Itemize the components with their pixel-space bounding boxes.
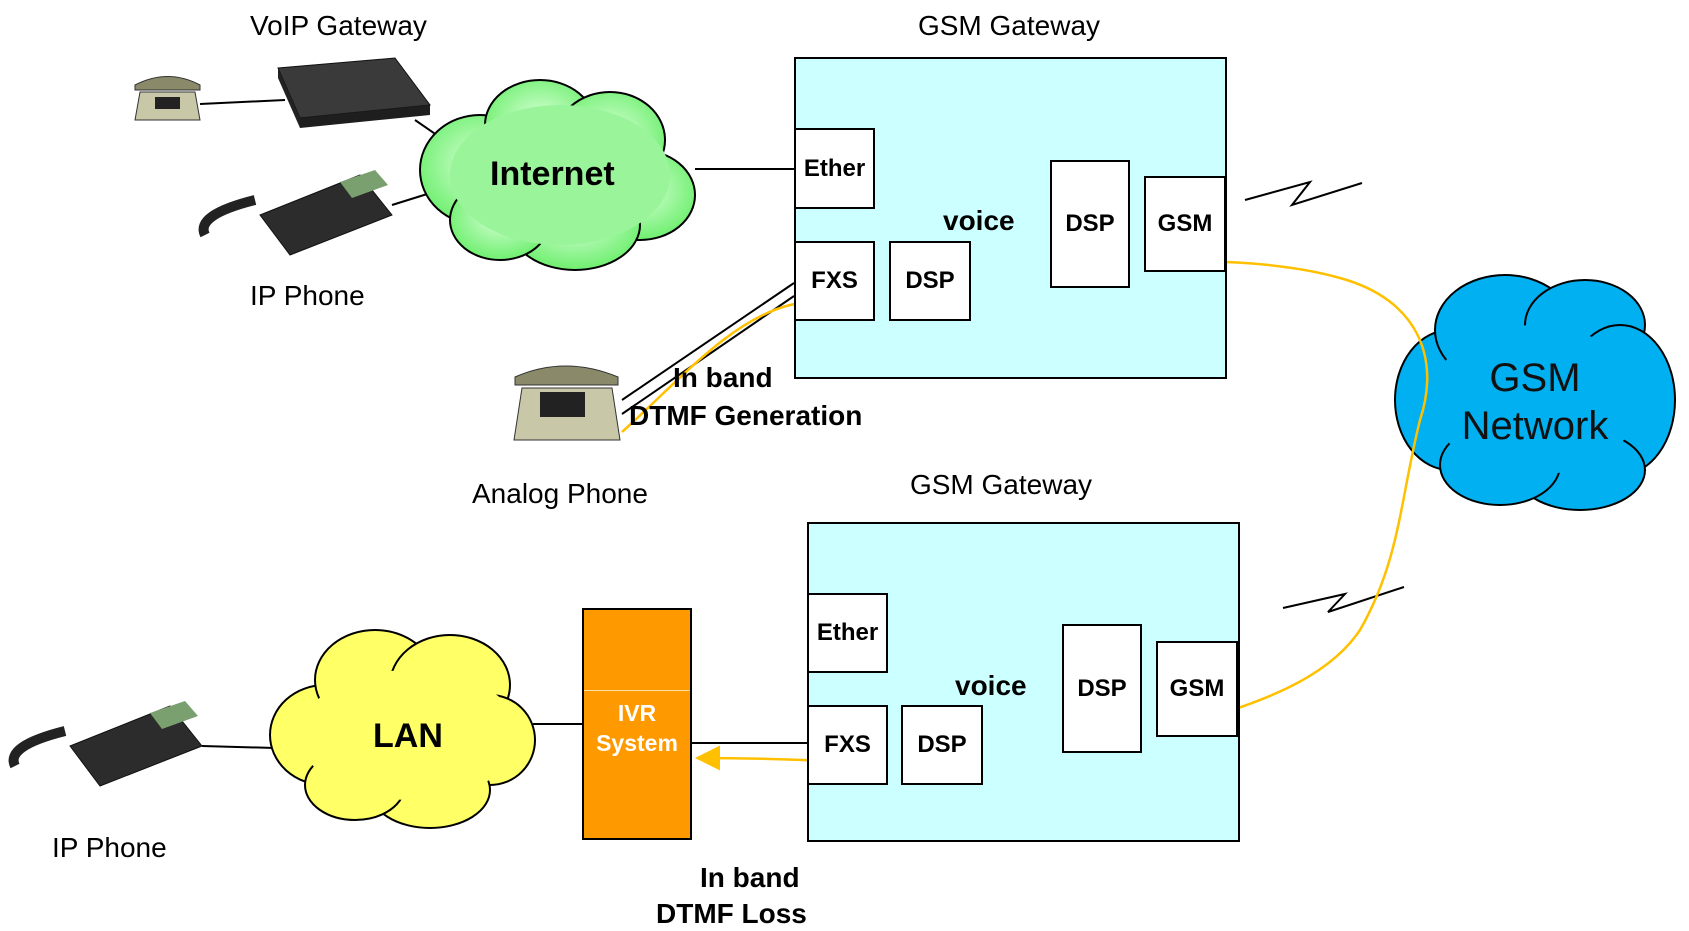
dsp-label-top-left: DSP <box>905 267 955 294</box>
line-analog-to-fxs-1 <box>621 282 795 401</box>
voice-label-bottom: voice <box>955 670 1027 701</box>
voip-gateway-label: VoIP Gateway <box>250 10 427 41</box>
fxs-label-top: FXS <box>811 267 858 294</box>
fxs-box-bottom: FXS <box>807 705 888 785</box>
ip-phone-bottom-label: IP Phone <box>52 832 167 863</box>
ip-phone-bottom-device <box>8 701 203 787</box>
ivr-system-box: IVR System <box>582 608 692 840</box>
wireless-zigzag-top <box>1244 180 1363 207</box>
fxs-label-bottom: FXS <box>824 731 871 758</box>
connections-top <box>199 99 1144 415</box>
analog-phone-label: Analog Phone <box>472 478 648 509</box>
gsm-network-label-line2: Network <box>1461 404 1609 448</box>
gsm-network-label-line1: GSM <box>1489 356 1581 400</box>
wireless-zigzag-bottom <box>1282 586 1405 613</box>
line-ipphone-to-lan <box>201 745 276 749</box>
dsp-label-bottom-left: DSP <box>917 731 967 758</box>
ivr-label-line2: System <box>596 730 678 756</box>
ether-box-top: Ether <box>794 128 875 209</box>
lan-label: LAN <box>373 717 443 755</box>
dtmf-generation-line2: DTMF Generation <box>629 400 863 431</box>
dsp-label-top-right: DSP <box>1065 210 1115 237</box>
lan-cloud-fill <box>300 670 520 800</box>
ether-box-bottom: Ether <box>807 593 888 673</box>
fxs-box-top: FXS <box>794 241 875 321</box>
gsm-network-cloud-fill <box>1430 325 1640 475</box>
voip-gateway-device <box>277 57 431 128</box>
ether-label-bottom: Ether <box>816 619 879 646</box>
line-phone-to-voip <box>199 99 286 105</box>
ip-phone-top-label: IP Phone <box>250 280 365 311</box>
ivr-label-line1: IVR <box>617 700 657 726</box>
ether-label-top: Ether <box>803 154 866 182</box>
dtmf-generation-line1: In band <box>673 362 773 393</box>
gsm-box-top: GSM <box>1144 176 1226 272</box>
gsm-gateway-top-label: GSM Gateway <box>917 10 1101 41</box>
dsp-box-top-left: DSP <box>889 241 971 321</box>
dtmf-loss-line2: DTMF Loss <box>656 898 807 929</box>
dtmf-loss-line1: In band <box>700 862 800 893</box>
internet-label: Internet <box>490 155 615 193</box>
internet-cloud-fill <box>450 105 670 245</box>
gsm-gateway-bottom-label: GSM Gateway <box>909 469 1093 500</box>
gsm-network-label: GSM Network <box>1462 354 1609 450</box>
analog-phone-device <box>513 365 621 441</box>
gsm-label-top: GSM <box>1157 210 1213 237</box>
voice-label-top: voice <box>943 205 1015 236</box>
dsp-box-top-right: DSP <box>1050 160 1130 288</box>
gsm-box-bottom: GSM <box>1156 641 1238 737</box>
dsp-label-bottom-right: DSP <box>1077 674 1127 702</box>
line-analog-to-fxs-2 <box>621 295 795 415</box>
gsm-label-bottom: GSM <box>1169 675 1225 702</box>
dsp-box-bottom-left: DSP <box>901 705 983 785</box>
ip-phone-top-device <box>198 170 393 256</box>
dsp-box-bottom-right: DSP <box>1062 624 1142 753</box>
desk-phone-top <box>134 76 201 121</box>
